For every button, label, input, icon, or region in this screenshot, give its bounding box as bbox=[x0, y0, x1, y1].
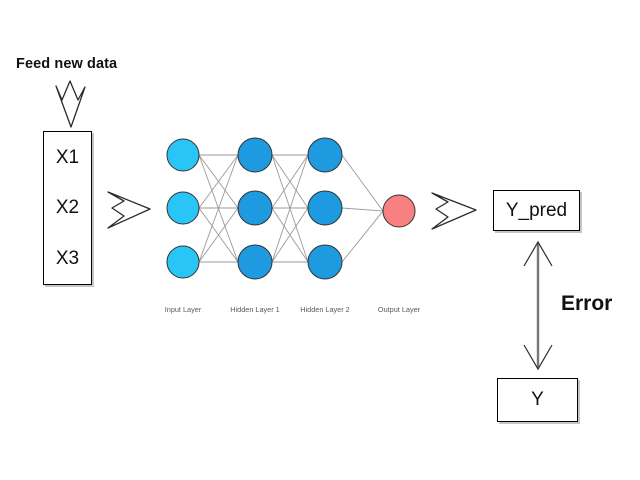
network-node-input-3 bbox=[166, 245, 200, 279]
input-variable-x3: X3 bbox=[55, 248, 80, 270]
network-node-hidden2-2 bbox=[307, 190, 343, 226]
layer-caption-hidden2: Hidden Layer 2 bbox=[300, 305, 350, 314]
network-edge bbox=[271, 207, 309, 263]
network-edge bbox=[271, 154, 309, 209]
input-to-network-arrow-icon bbox=[107, 191, 151, 229]
network-edge bbox=[271, 154, 309, 263]
network-edge bbox=[271, 154, 309, 263]
network-edge bbox=[198, 207, 239, 263]
network-edge bbox=[198, 154, 239, 263]
network-node-input-2 bbox=[166, 191, 200, 225]
input-features-box: X1 X2 X3 bbox=[43, 131, 92, 285]
layer-caption-hidden1: Hidden Layer 1 bbox=[230, 305, 280, 314]
network-edge bbox=[341, 210, 384, 263]
feed-down-arrow-icon bbox=[55, 80, 86, 128]
target-label: Y bbox=[531, 389, 544, 410]
network-node-input-1 bbox=[166, 138, 200, 172]
network-edge bbox=[271, 154, 309, 209]
network-edges bbox=[198, 154, 384, 263]
target-box: Y bbox=[497, 378, 578, 422]
network-edge bbox=[341, 207, 384, 212]
feed-new-data-label: Feed new data bbox=[16, 56, 118, 72]
layer-captions: Input Layer Hidden Layer 1 Hidden Layer 2 O… bbox=[165, 305, 421, 314]
network-node-hidden1-1 bbox=[237, 137, 273, 173]
network-node-hidden2-1 bbox=[307, 137, 343, 173]
prediction-label: Y_pred bbox=[505, 199, 568, 221]
layer-caption-input: Input Layer bbox=[165, 305, 202, 314]
layer-caption-output: Output Layer bbox=[378, 305, 421, 314]
network-nodes bbox=[166, 137, 416, 280]
error-double-arrow-icon bbox=[523, 240, 553, 371]
input-variable-x2: X2 bbox=[55, 197, 80, 219]
network-edge bbox=[198, 154, 239, 209]
network-node-hidden2-3 bbox=[307, 244, 343, 280]
network-edge bbox=[198, 154, 239, 209]
network-edge bbox=[198, 154, 239, 263]
network-node-output-1 bbox=[382, 194, 416, 228]
network-node-hidden1-3 bbox=[237, 244, 273, 280]
network-edge bbox=[341, 154, 384, 212]
error-label: Error bbox=[561, 292, 613, 315]
network-edge bbox=[271, 207, 309, 263]
input-variable-x1: X1 bbox=[55, 146, 80, 168]
network-edge bbox=[198, 207, 239, 263]
network-node-hidden1-2 bbox=[237, 190, 273, 226]
network-to-prediction-arrow-icon bbox=[431, 192, 477, 230]
prediction-box: Y_pred bbox=[493, 190, 580, 231]
